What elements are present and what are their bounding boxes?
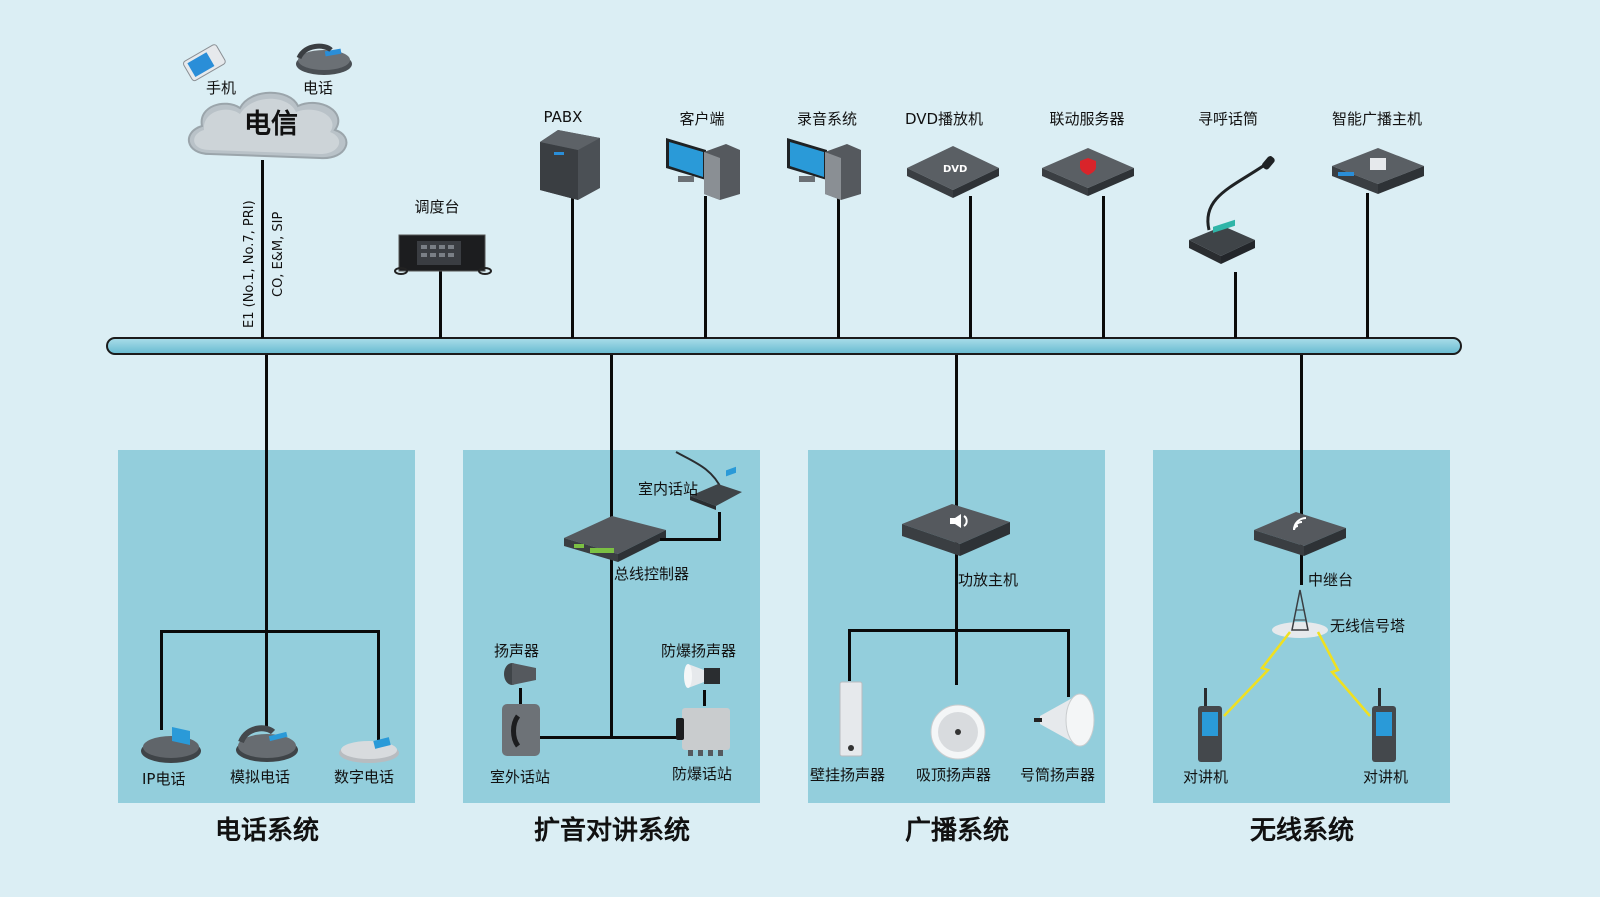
phone-system-title: 电话系统 [214,816,320,846]
pabx-label: PABX [543,108,583,126]
broadcast-title: 广播系统 [904,816,1010,846]
horn-speaker-label: 号筒扬声器 [1020,766,1096,784]
wire-wireless-trunk [1300,355,1303,585]
wire-phone-trunk [265,355,268,730]
wire-ip-phone [160,630,163,730]
wire-broadcast-host [1366,193,1369,338]
client-computer-icon [664,136,742,204]
walkie-talkie-icon-right [1370,688,1398,768]
wire-dvd [969,196,972,338]
wireless-links [1223,631,1371,717]
wire-linkage [1102,196,1105,338]
wire-pa-bottom [540,736,685,739]
repeater-icon [1252,508,1348,564]
horn-speaker-icon [502,660,538,692]
digital-phone-label: 数字电话 [334,768,395,786]
linkage-server-icon [1040,144,1136,202]
wire-paging-mic [1234,272,1237,338]
wire-pabx [571,198,574,338]
signal-tower-icon [1270,588,1330,644]
network-bus [106,337,1462,355]
indoor-station-icon [672,451,744,516]
trunk-label-e1: E1 (No.1, No.7, PRI) [242,200,257,328]
speaker-volume-icon [950,514,968,528]
wifi-icon [1293,517,1307,531]
radio-link-left [1223,631,1291,717]
svg-text:DVD: DVD [943,164,967,175]
walkie-talkie-label-right: 对讲机 [1363,768,1409,786]
wire-client [704,196,707,338]
repeater-label: 中继台 [1308,571,1354,589]
ip-phone-label: IP电话 [142,770,186,788]
wire-telecom [261,160,264,338]
telecom-cloud: 电信 [180,84,352,172]
analog-phone-icon [235,722,299,768]
bus-controller-icon [560,510,670,568]
recording-computer-icon [785,136,863,204]
outdoor-station-icon [500,702,542,762]
wire-explosion-speaker [703,690,706,706]
wire-indoor-to-controller [718,512,721,540]
signal-tower-label: 无线信号塔 [1330,617,1406,635]
pa-intercom-title: 扩音对讲系统 [533,816,691,846]
digital-phone-icon [338,733,400,769]
dvd-player-icon: DVD [905,142,1001,202]
dispatch-label: 调度台 [414,198,460,216]
horn-speaker-broadcast-icon [1030,692,1100,756]
wire-broadcast-branch [848,629,1070,632]
desk-phone-icon [295,42,353,80]
paging-mic-label: 寻呼话筒 [1197,110,1259,128]
dispatch-console-icon [394,233,492,281]
wire-indoor-horizontal [660,538,721,541]
ceiling-speaker-label: 吸顶扬声器 [916,766,992,784]
dvd-label: DVD播放机 [904,110,984,128]
ceiling-speaker-icon [930,704,986,764]
explosion-proof-station-label: 防爆话站 [672,765,733,783]
amplifier-icon [900,500,1012,564]
wire-horn-speaker [1067,629,1070,697]
ip-phone-icon [140,725,202,769]
recording-label: 录音系统 [796,110,858,128]
cloud-icon [187,91,348,160]
broadcast-host-icon [1330,144,1426,200]
mobile-phone-icon [180,44,228,86]
wire-recording [837,196,840,338]
wire-wall-speaker [848,629,851,681]
wall-speaker-icon [838,680,864,762]
broadcast-host-label: 智能广播主机 [1331,110,1423,128]
outdoor-station-label: 室外话站 [490,768,551,786]
client-label: 客户端 [679,110,725,128]
pabx-cabinet-icon [538,128,602,206]
wire-speaker [519,688,522,704]
linkage-label: 联动服务器 [1049,110,1125,128]
bus-controller-label: 总线控制器 [614,565,690,583]
explosion-proof-station-icon [674,706,734,762]
radio-link-right [1316,631,1371,717]
trunk-label-co: CO, E&M, SIP [271,211,286,297]
analog-phone-label: 模拟电话 [230,768,291,786]
mobile-label: 手机 [206,79,237,97]
phone-label: 电话 [303,79,334,97]
shield-icon [1080,158,1096,175]
speaker-label: 扬声器 [494,642,540,660]
wire-phone-branch [160,630,380,633]
walkie-talkie-icon-left [1196,688,1224,768]
walkie-talkie-label-left: 对讲机 [1183,768,1229,786]
indoor-station-label: 室内话站 [638,480,699,498]
explosion-proof-speaker-label: 防爆扬声器 [661,642,737,660]
telecom-label: 电信 [244,109,298,140]
wall-speaker-label: 壁挂扬声器 [810,766,886,784]
explosion-proof-speaker-icon [684,660,724,696]
wire-dispatch [439,270,442,338]
paging-microphone-icon [1185,156,1281,276]
wire-digital-phone [377,630,380,740]
amplifier-label: 功放主机 [958,571,1019,589]
wireless-title: 无线系统 [1249,816,1355,846]
